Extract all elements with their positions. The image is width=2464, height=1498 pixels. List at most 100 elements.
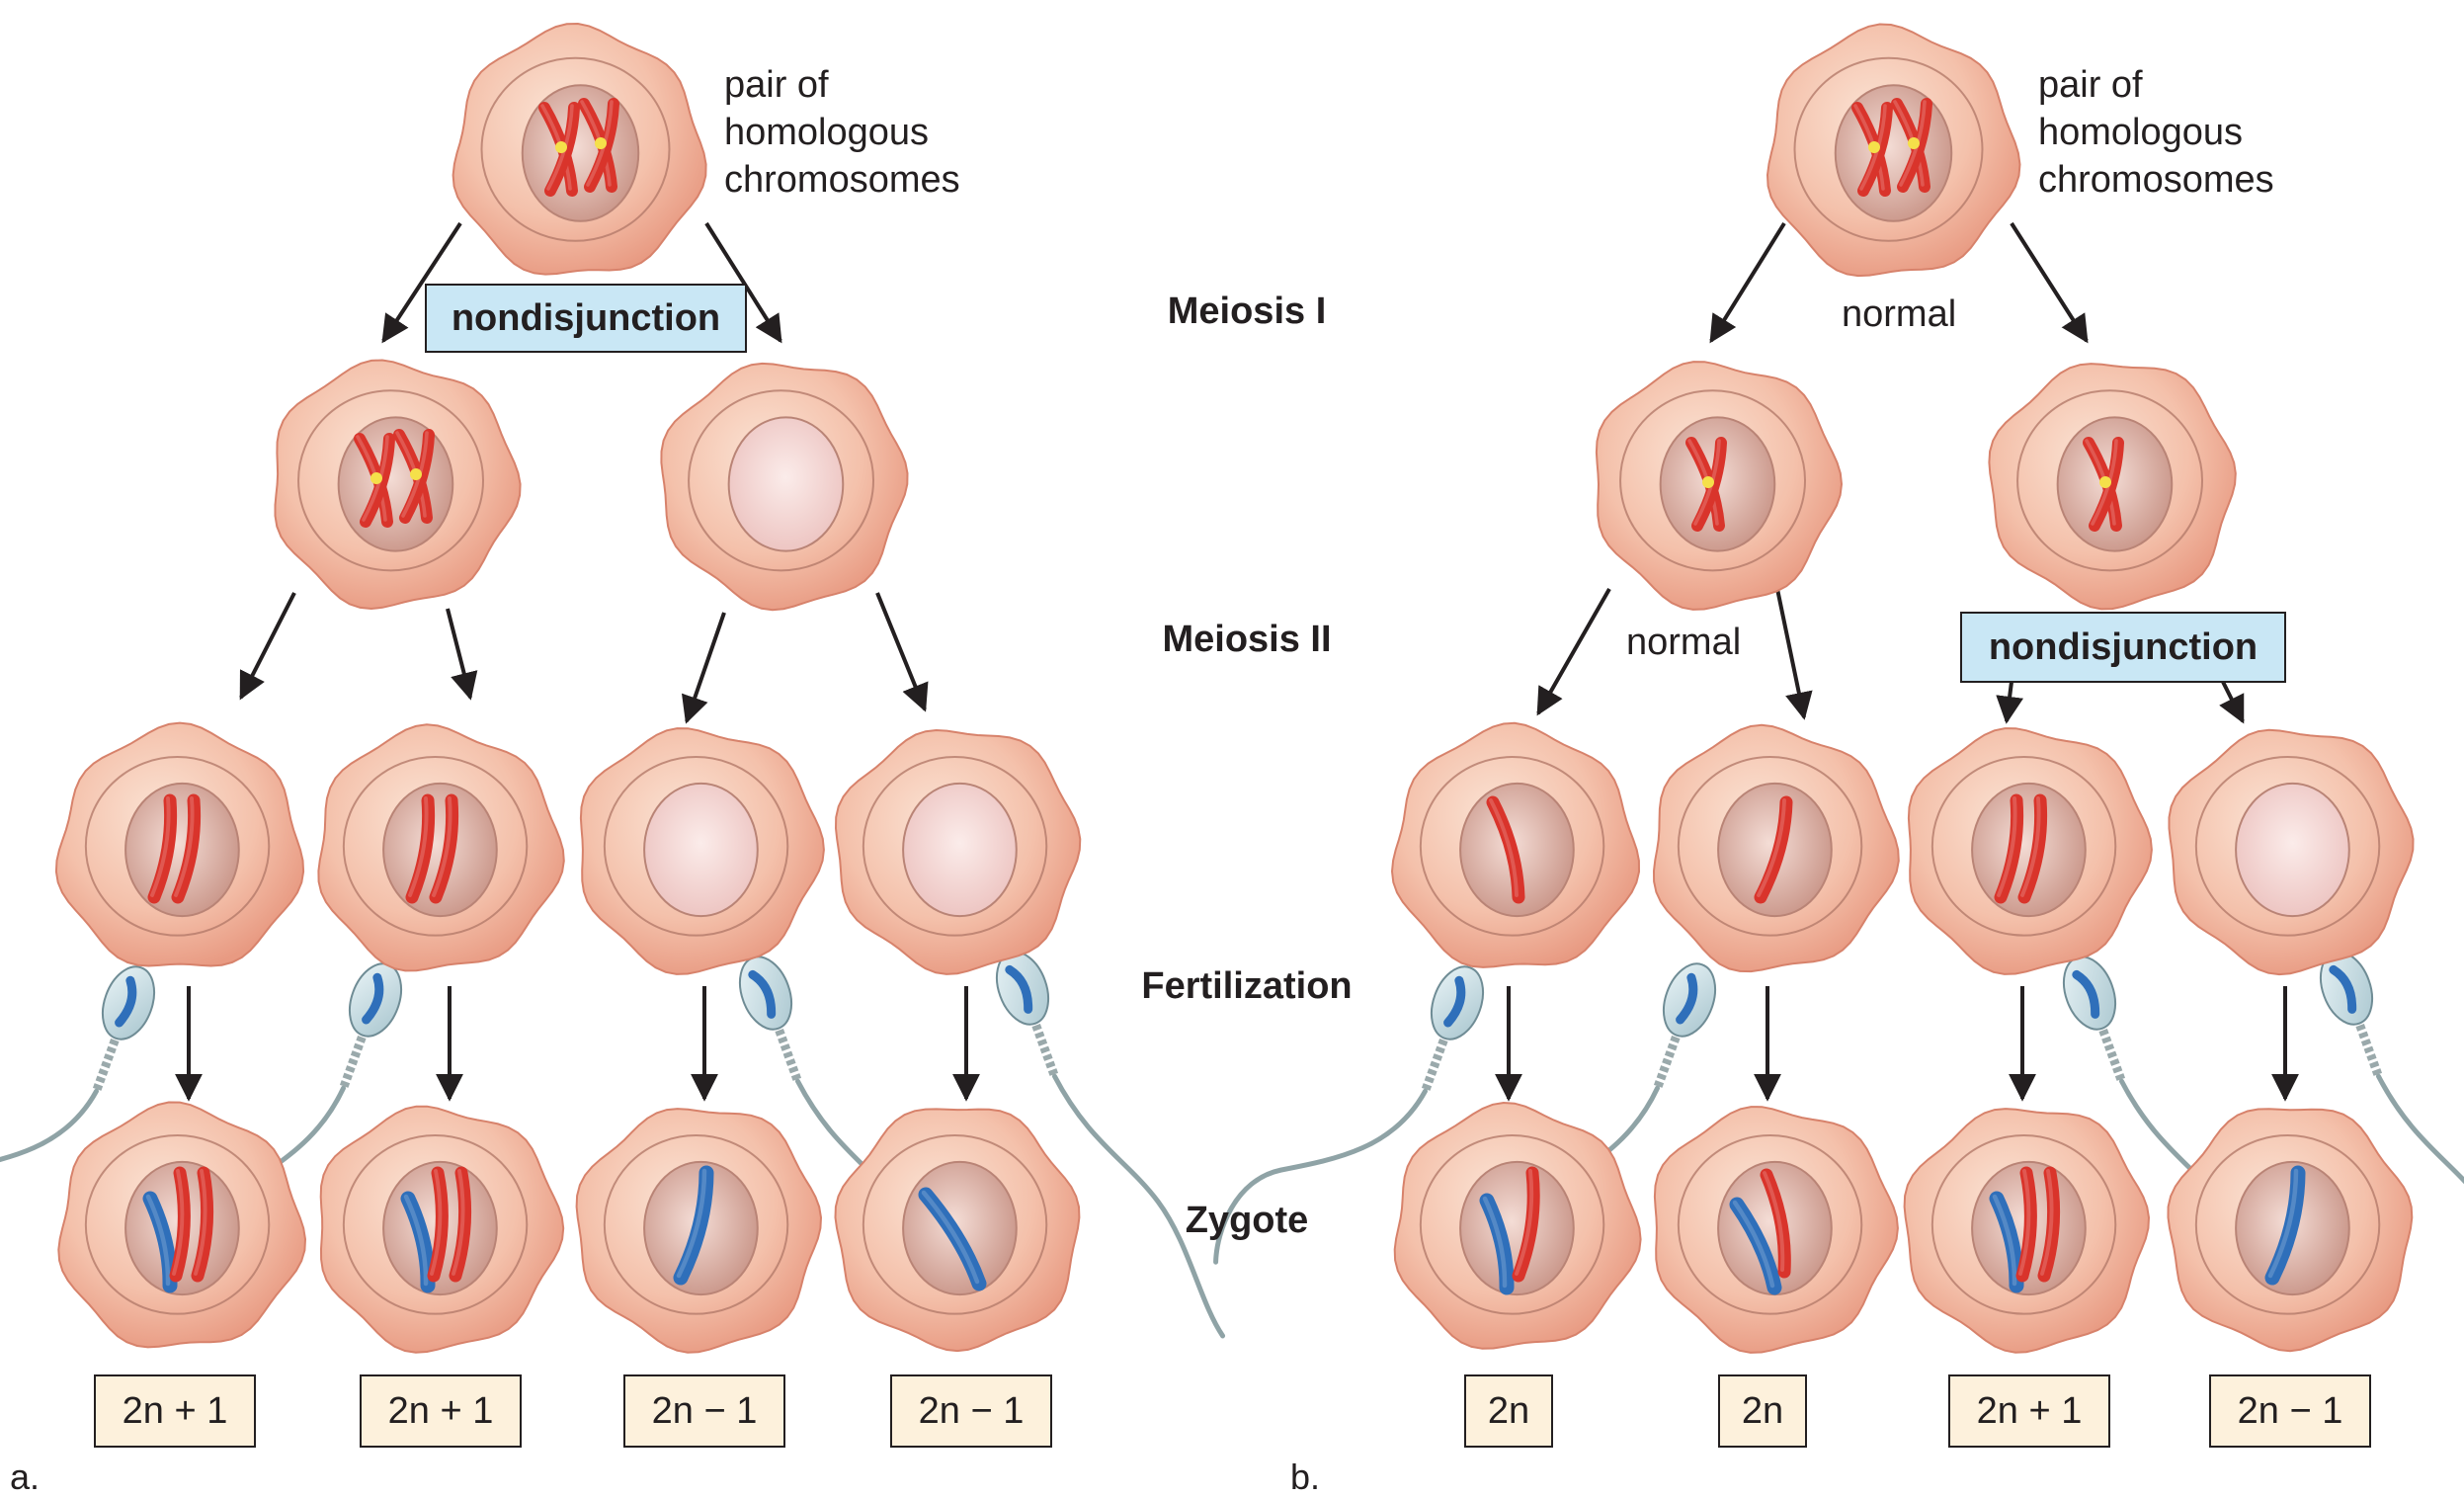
panel-a-sperm-4 [995, 951, 1226, 1339]
panel-b-top-label: pair of homologous chromosomes [2038, 61, 2274, 204]
panel-a-gamete-2 [317, 723, 565, 972]
maternal-chromosome [449, 1166, 472, 1283]
cell-inner-boundary [1619, 389, 1807, 572]
maternal-chromosome [2037, 1166, 2061, 1283]
centromere [595, 137, 607, 149]
panel-b-arrow-meiosis2-2 [1775, 588, 1813, 720]
sperm-midpiece [1031, 1024, 1059, 1078]
sperm-midpiece [1421, 1039, 1448, 1093]
stage-fertilization: Fertilization [1141, 965, 1353, 1007]
cells [54, 22, 2415, 1354]
panel-b-sperm-4 [2319, 951, 2464, 1339]
panel-b-arrow-meiosis1-right [2010, 221, 2089, 344]
panel-a-meiosis1-cell-1 [274, 359, 522, 611]
panel-b-meiosis1-normal: normal [1842, 293, 1957, 335]
cell-inner-boundary [1419, 756, 1605, 937]
cell-inner-boundary [1677, 1134, 1863, 1315]
cell-inner-boundary [1930, 1134, 2117, 1315]
panel-b-zygote-1 [1393, 1101, 1642, 1350]
cell-inner-boundary [2194, 756, 2381, 937]
panel-a-zygote-1 [57, 1101, 307, 1349]
panel-b-zygote-4 [2167, 1108, 2414, 1353]
panel-a-arrow-meiosis2-3 [681, 612, 726, 724]
panel-a-gamete-4 [834, 728, 1082, 975]
panel-a-result-2: 2n + 1 [360, 1374, 522, 1448]
panel-b-result-4: 2n − 1 [2209, 1374, 2371, 1448]
maternal-chromosome [1851, 102, 1893, 197]
maternal-chromosome [1760, 1168, 1791, 1279]
panel-a-top-label-text: pair of homologous chromosomes [724, 64, 960, 201]
sperm-midpiece [775, 1029, 802, 1083]
panel-a-letter: a. [10, 1456, 41, 1497]
panel-b-result-2: 2n [1718, 1374, 1807, 1448]
panel-a-arrow-meiosis2-2 [446, 608, 478, 701]
panel-a-sperm-1 [0, 965, 156, 1265]
cell-inner-boundary [688, 389, 875, 572]
cell-inner-boundary [342, 1134, 529, 1315]
paternal-chromosome [918, 1187, 987, 1291]
sperm-tail [0, 1088, 100, 1265]
panel-b-parent-cell [1766, 23, 2021, 278]
panel-a-sperm-2 [180, 962, 403, 1290]
maternal-chromosome [191, 1166, 214, 1283]
paternal-chromosome [115, 975, 137, 1028]
panel-b-meiosis1-cell-2 [1988, 363, 2237, 611]
panel-b-nondisjunction-box: nondisjunction [1960, 612, 2286, 683]
cell-inner-boundary [1419, 1134, 1605, 1315]
paternal-chromosome [2072, 969, 2100, 1019]
cell-inner-boundary [603, 1134, 789, 1315]
cell-inner-boundary [480, 56, 671, 242]
panel-a-nondisjunction-box: nondisjunction [425, 284, 747, 353]
panel-a-gamete-1 [54, 721, 305, 967]
nucleus [727, 416, 845, 552]
nucleus [902, 1160, 1018, 1296]
sperm-tail [1213, 1088, 1429, 1265]
paternal-chromosome [362, 972, 384, 1025]
centromere [410, 468, 422, 480]
maternal-chromosome [1512, 1166, 1540, 1283]
panel-a-parent-cell [452, 22, 707, 276]
centromere [555, 141, 567, 153]
cell-inner-boundary [84, 756, 271, 937]
panel-b-arrow-meiosis2-1 [1536, 588, 1611, 716]
panel-b-arrow-meiosis2-3 [1996, 681, 2024, 724]
maternal-chromosome [147, 793, 178, 904]
maternal-chromosome [354, 433, 395, 528]
panel-b-meiosis1-cell-1 [1595, 361, 1844, 611]
stage-meiosis-2: Meiosis II [1162, 619, 1332, 660]
panel-b-gamete-1 [1390, 721, 1641, 968]
maternal-chromosome [2083, 437, 2124, 532]
paternal-chromosome [673, 1165, 714, 1286]
arrows [175, 221, 2299, 1102]
centromere [2099, 476, 2111, 488]
nucleus [2235, 782, 2350, 918]
paternal-chromosome [1676, 972, 1698, 1025]
panel-b-top-label-text: pair of homologous chromosomes [2038, 64, 2274, 201]
paternal-chromosome [1005, 964, 1033, 1014]
sperm-tail [1051, 1073, 1226, 1339]
cell-inner-boundary [603, 756, 789, 937]
panel-a-result-3: 2n − 1 [623, 1374, 785, 1448]
sperm-midpiece [92, 1039, 120, 1093]
paternal-chromosome [748, 969, 777, 1019]
cell-inner-boundary [862, 1134, 1048, 1315]
cell-inner-boundary [2194, 1134, 2381, 1315]
cell-inner-boundary [84, 1134, 271, 1315]
maternal-chromosome [1486, 795, 1525, 904]
maternal-chromosome [1994, 793, 2024, 904]
sperm-tail [2375, 1073, 2464, 1339]
cell-inner-boundary [1793, 56, 1984, 242]
maternal-chromosome [171, 793, 202, 904]
cell-inner-boundary [2016, 389, 2204, 572]
cell-inner-boundary [862, 756, 1048, 937]
maternal-chromosome [393, 429, 435, 524]
paternal-chromosome [1479, 1193, 1515, 1295]
panel-b-sperm-1 [1213, 965, 1485, 1265]
paternal-chromosome [2329, 964, 2357, 1014]
panel-b-arrow-meiosis2-4 [2219, 681, 2245, 724]
maternal-chromosome [405, 793, 436, 904]
panel-a-arrow-meiosis2-4 [875, 592, 929, 712]
centromere [370, 472, 382, 484]
panel-b-result-3: 2n + 1 [1948, 1374, 2110, 1448]
